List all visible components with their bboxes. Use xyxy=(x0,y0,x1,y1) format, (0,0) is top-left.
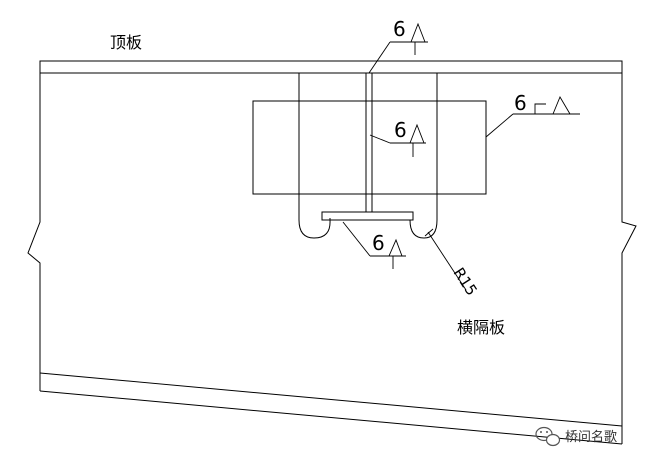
weld-symbol-right: 6 xyxy=(485,91,580,138)
top-plate-label: 顶板 xyxy=(110,33,142,52)
vertical-rib xyxy=(365,73,373,212)
radius-label: R15 xyxy=(450,264,481,299)
rib-flange xyxy=(321,211,414,221)
wechat-icon xyxy=(535,426,561,447)
weld-symbol-middle: 6 xyxy=(369,118,426,157)
diaphragm-label: 横隔板 xyxy=(457,318,505,337)
bottom-plate xyxy=(39,372,623,445)
weld-size-top: 6 xyxy=(393,17,406,41)
web-outline xyxy=(27,73,637,444)
weld-size-bottom: 6 xyxy=(372,231,385,255)
weld-size-middle: 6 xyxy=(394,118,407,142)
weld-symbol-top: 6 xyxy=(368,17,428,74)
top-plate xyxy=(39,60,623,74)
watermark: 桥问名歌 xyxy=(535,426,617,447)
radius-leader: R15 xyxy=(424,228,481,299)
weld-size-right: 6 xyxy=(514,91,527,115)
weld-symbol-bottom: 6 xyxy=(342,221,406,269)
stiffener-plate xyxy=(252,100,487,195)
watermark-text: 桥问名歌 xyxy=(565,429,617,445)
cutout-frame xyxy=(298,73,438,239)
